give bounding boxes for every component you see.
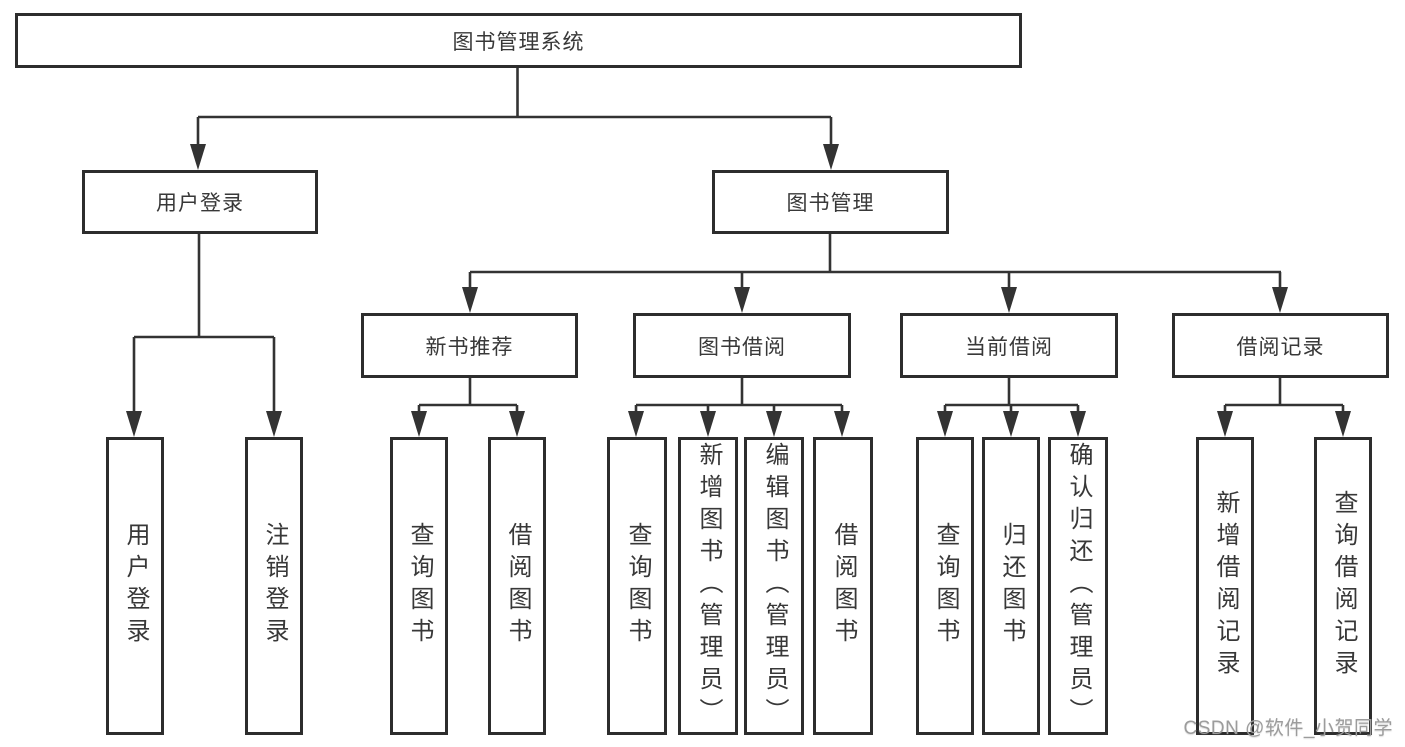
- leaf-label-query-borrow-record: 查询借阅记录: [1330, 490, 1357, 682]
- leaf-label-add-borrow-record: 新增借阅记录: [1212, 490, 1239, 682]
- leaf-label-logout: 注销登录: [261, 522, 288, 650]
- section-label-book-borrow: 图书借阅: [698, 335, 786, 359]
- connector-root-to-level2: [196, 68, 833, 146]
- leaf-box-query-borrow-record: 查询借阅记录: [1314, 437, 1372, 735]
- connector-bookborrow-to-leaves: [634, 378, 844, 413]
- branch-box-book-management: 图书管理: [712, 170, 949, 234]
- section-box-current-borrow: 当前借阅: [900, 313, 1118, 378]
- connector-borrowrecord-to-leaves: [1223, 378, 1345, 413]
- leaf-box-edit-books-admin: 编辑图书（管理员）: [744, 437, 804, 735]
- leaf-box-logout: 注销登录: [245, 437, 303, 735]
- section-box-new-book-recommend: 新书推荐: [361, 313, 578, 378]
- section-box-book-borrow: 图书借阅: [633, 313, 851, 378]
- connector-userlogin-to-leaves: [132, 234, 276, 413]
- leaf-label-query-books-1: 查询图书: [406, 522, 433, 650]
- leaf-label-borrow-books-1: 借阅图书: [504, 522, 531, 650]
- leaf-label-user-login: 用户登录: [122, 522, 149, 650]
- section-box-borrow-record: 借阅记录: [1172, 313, 1389, 378]
- leaf-box-query-books-1: 查询图书: [390, 437, 448, 735]
- section-label-new-book-recommend: 新书推荐: [425, 335, 514, 359]
- leaf-label-return-books: 归还图书: [998, 522, 1025, 650]
- root-box-library-system: 图书管理系统: [15, 13, 1022, 68]
- leaf-label-confirm-return-admin: 确认归还（管理员）: [1065, 442, 1092, 730]
- connector-newbook-to-leaves: [417, 378, 519, 413]
- branch-box-user-login: 用户登录: [82, 170, 318, 234]
- root-label: 图书管理系统: [452, 30, 585, 54]
- leaf-label-query-books-2: 查询图书: [624, 522, 651, 650]
- leaf-box-confirm-return-admin: 确认归还（管理员）: [1048, 437, 1108, 735]
- leaf-label-borrow-books-2: 借阅图书: [830, 522, 857, 650]
- leaf-label-add-books-admin: 新增图书（管理员）: [695, 442, 722, 730]
- leaf-box-query-books-2: 查询图书: [607, 437, 667, 735]
- branch-label-user-login: 用户登录: [156, 192, 244, 215]
- leaf-box-user-login: 用户登录: [106, 437, 164, 735]
- section-label-borrow-record: 借阅记录: [1236, 335, 1325, 359]
- leaf-box-borrow-books-1: 借阅图书: [488, 437, 546, 735]
- arrowheads: [126, 144, 1351, 437]
- csdn-watermark: CSDN @软件_小贺同学: [1183, 718, 1393, 739]
- leaf-label-edit-books-admin: 编辑图书（管理员）: [761, 442, 788, 730]
- connector-currentborrow-to-leaves: [943, 378, 1080, 413]
- leaf-box-add-books-admin: 新增图书（管理员）: [678, 437, 738, 735]
- leaf-box-add-borrow-record: 新增借阅记录: [1196, 437, 1254, 735]
- leaf-box-query-books-3: 查询图书: [916, 437, 974, 735]
- section-label-current-borrow: 当前借阅: [965, 335, 1053, 359]
- leaf-label-query-books-3: 查询图书: [932, 522, 959, 650]
- leaf-box-return-books: 归还图书: [982, 437, 1040, 735]
- connector-bookmgmt-to-sections: [468, 234, 1282, 289]
- leaf-box-borrow-books-2: 借阅图书: [813, 437, 873, 735]
- branch-label-book-management: 图书管理: [786, 192, 875, 215]
